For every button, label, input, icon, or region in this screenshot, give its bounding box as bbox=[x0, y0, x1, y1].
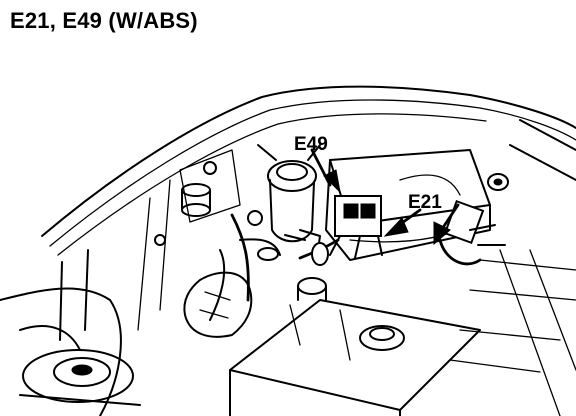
callout-arrow-icon bbox=[310, 148, 341, 194]
callout-label-e49: E49 bbox=[294, 134, 328, 155]
callout-arrow-icon bbox=[383, 208, 422, 237]
hoses bbox=[209, 210, 321, 321]
hood-outline bbox=[41, 85, 576, 341]
strut-tower bbox=[19, 349, 141, 406]
battery bbox=[229, 277, 481, 416]
right-fender bbox=[449, 119, 576, 416]
radiator-cap bbox=[257, 144, 321, 243]
callout-arrow-icon bbox=[433, 203, 460, 246]
page-title: E21, E49 (W/ABS) bbox=[10, 8, 198, 33]
callout-label-e21: E21 bbox=[408, 192, 442, 213]
left-fender bbox=[0, 149, 241, 416]
connector-e49 bbox=[298, 195, 383, 266]
reservoir-cap bbox=[181, 183, 211, 217]
hand bbox=[183, 271, 253, 338]
